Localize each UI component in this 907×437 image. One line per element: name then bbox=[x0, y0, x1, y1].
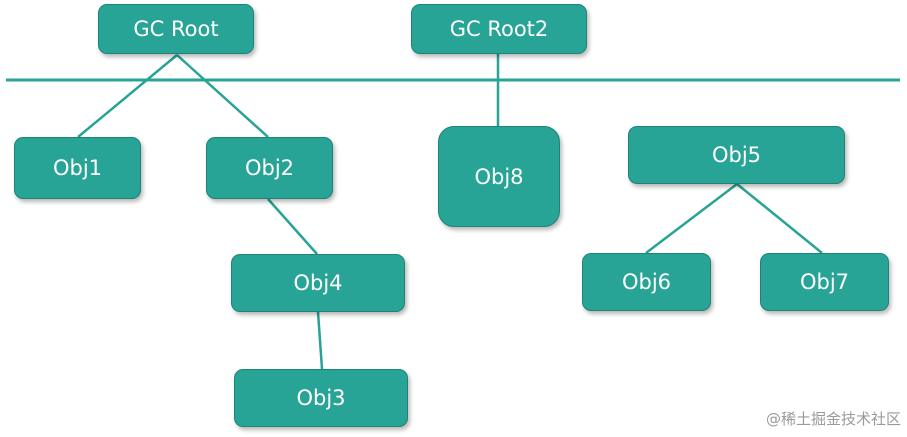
edge-gcroot-obj1 bbox=[77, 54, 178, 138]
obj5-node: Obj5 bbox=[628, 126, 845, 184]
obj6-node: Obj6 bbox=[582, 253, 711, 311]
gc-root-node: GC Root bbox=[98, 4, 254, 54]
obj7-node: Obj7 bbox=[760, 253, 889, 311]
edge-obj4-obj3 bbox=[316, 311, 324, 370]
obj4-node: Obj4 bbox=[231, 254, 405, 312]
obj8-node: Obj8 bbox=[438, 126, 560, 227]
gc-root2-node: GC Root2 bbox=[411, 4, 587, 54]
watermark: @稀土掘金技术社区 bbox=[765, 410, 901, 428]
edge-obj5-obj7 bbox=[736, 183, 823, 254]
edge-obj5-obj6 bbox=[645, 183, 738, 254]
obj2-node: Obj2 bbox=[206, 137, 333, 199]
edge-gcroot-obj2 bbox=[176, 54, 269, 138]
edge-obj2-obj4 bbox=[267, 198, 318, 255]
obj1-node: Obj1 bbox=[14, 137, 141, 199]
obj3-node: Obj3 bbox=[234, 369, 408, 427]
